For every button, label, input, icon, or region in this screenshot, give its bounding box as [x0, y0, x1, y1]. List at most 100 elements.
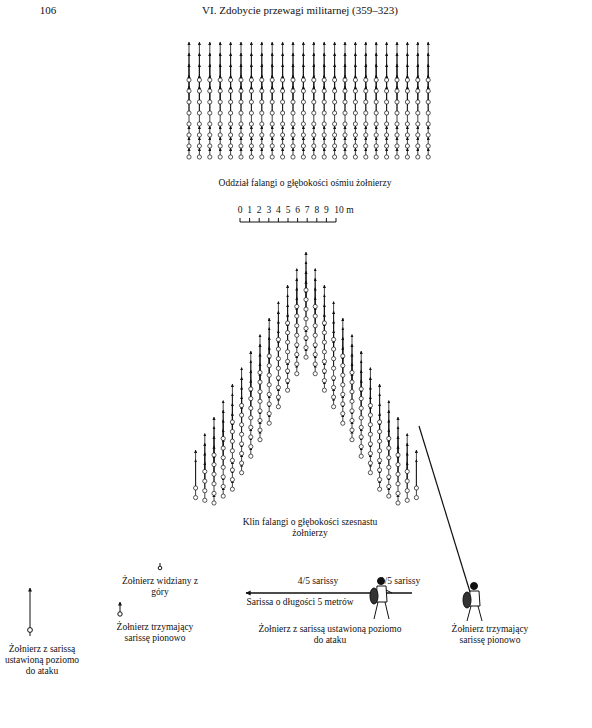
- soldier-dot: [343, 155, 347, 159]
- soldier-dot: [249, 445, 253, 449]
- soldier-dot: [350, 370, 354, 374]
- soldier-dot: [276, 385, 280, 389]
- soldier-dot: [295, 324, 299, 328]
- sarissa-arrow: [428, 126, 429, 133]
- soldier-dot: [187, 89, 191, 93]
- sarissa-arrow: [324, 137, 325, 144]
- soldier-dot: [218, 78, 222, 82]
- soldier-dot: [260, 78, 264, 82]
- soldier-dot: [276, 395, 280, 399]
- soldier-dot: [385, 100, 389, 104]
- sarissa-arrow: [397, 126, 398, 133]
- soldier-dot: [249, 122, 253, 126]
- soldier-dot: [405, 133, 409, 137]
- soldier-dot: [378, 439, 382, 443]
- soldier-dot: [291, 100, 295, 104]
- soldier-dot: [385, 78, 389, 82]
- soldier-dot: [414, 496, 418, 500]
- sarissa-arrow: [313, 148, 314, 155]
- soldier-dot: [312, 111, 316, 115]
- sarissa-arrow: [345, 148, 346, 155]
- soldier-dot: [426, 100, 430, 104]
- soldier-dot: [197, 100, 201, 104]
- sarissa-arrow: [397, 137, 398, 144]
- sarissa-arrow: [324, 126, 325, 133]
- soldier-dot: [426, 111, 430, 115]
- soldier-dot: [281, 155, 285, 159]
- sarissa-arrow: [313, 126, 314, 133]
- soldier-dot: [368, 471, 372, 475]
- scale-number: 3: [262, 205, 276, 216]
- sarissa-arrow: [282, 126, 283, 133]
- soldier-dot: [374, 111, 378, 115]
- soldier-dot: [260, 100, 264, 104]
- soldier-dot: [249, 416, 253, 420]
- soldier-dot: [267, 364, 271, 368]
- soldier-dot: [286, 350, 290, 354]
- soldier-dot: [218, 111, 222, 115]
- sarissa-arrow: [293, 137, 294, 144]
- soldier-dot: [333, 100, 337, 104]
- sarissa-arrow: [386, 137, 387, 144]
- soldier-dot: [341, 383, 345, 387]
- scale-bar: [240, 218, 336, 222]
- soldier-dot: [249, 89, 253, 93]
- soldier-dot: [385, 111, 389, 115]
- soldier-dot: [187, 111, 191, 115]
- soldier-dot: [426, 144, 430, 148]
- soldier-dot: [374, 78, 378, 82]
- sarissa-arrow: [376, 137, 377, 144]
- soldier-dot: [353, 78, 357, 82]
- sarissa-arrow: [324, 148, 325, 155]
- soldier-dot: [343, 133, 347, 137]
- soldier-dot: [258, 370, 262, 374]
- soldier-dot: [286, 321, 290, 325]
- soldier-dot: [240, 461, 244, 465]
- soldier-dot: [249, 155, 253, 159]
- soldier-dot: [295, 372, 299, 376]
- soldier-dot: [359, 425, 363, 429]
- sarissa-arrow: [355, 148, 356, 155]
- soldier-dot: [239, 133, 243, 137]
- soldier-dot: [350, 418, 354, 422]
- soldier-dot: [416, 122, 420, 126]
- soldier-dot: [385, 89, 389, 93]
- scale-number: 4: [271, 205, 285, 216]
- soldier-dot: [405, 100, 409, 104]
- soldier-dot: [218, 155, 222, 159]
- sarissa-arrow: [428, 148, 429, 155]
- soldier-dot: [286, 379, 290, 383]
- sarissa-arrow: [261, 126, 262, 133]
- soldier-dot: [239, 89, 243, 93]
- soldier-dot: [332, 366, 336, 370]
- soldier-dot: [332, 347, 336, 351]
- soldier-dot: [364, 122, 368, 126]
- soldier-dot: [312, 89, 316, 93]
- soldier-dot: [240, 423, 244, 427]
- soldier-dot: [359, 454, 363, 458]
- soldier-dot: [208, 111, 212, 115]
- soldier-dot: [286, 331, 290, 335]
- sarissa-arrow: [189, 137, 190, 144]
- soldier-dot: [230, 458, 234, 462]
- soldier-dot: [426, 133, 430, 137]
- soldier-dot: [249, 425, 253, 429]
- soldier-dot: [301, 155, 305, 159]
- soldier-dot: [301, 133, 305, 137]
- soldier-dot: [249, 435, 253, 439]
- soldier-dot: [295, 314, 299, 318]
- sarissa-arrow: [365, 148, 366, 155]
- soldier-dot: [260, 122, 264, 126]
- soldier-dot: [353, 111, 357, 115]
- soldier-dot: [343, 89, 347, 93]
- soldier-dot: [304, 326, 308, 330]
- sarissa-measure: [246, 586, 412, 593]
- soldier-dot: [295, 333, 299, 337]
- soldier-dot: [212, 482, 216, 486]
- soldier-dot: [405, 144, 409, 148]
- soldier-dot: [229, 144, 233, 148]
- soldier-dot: [341, 421, 345, 425]
- soldier-dot: [212, 501, 216, 505]
- soldier-dot: [313, 324, 317, 328]
- soldier-dot: [239, 78, 243, 82]
